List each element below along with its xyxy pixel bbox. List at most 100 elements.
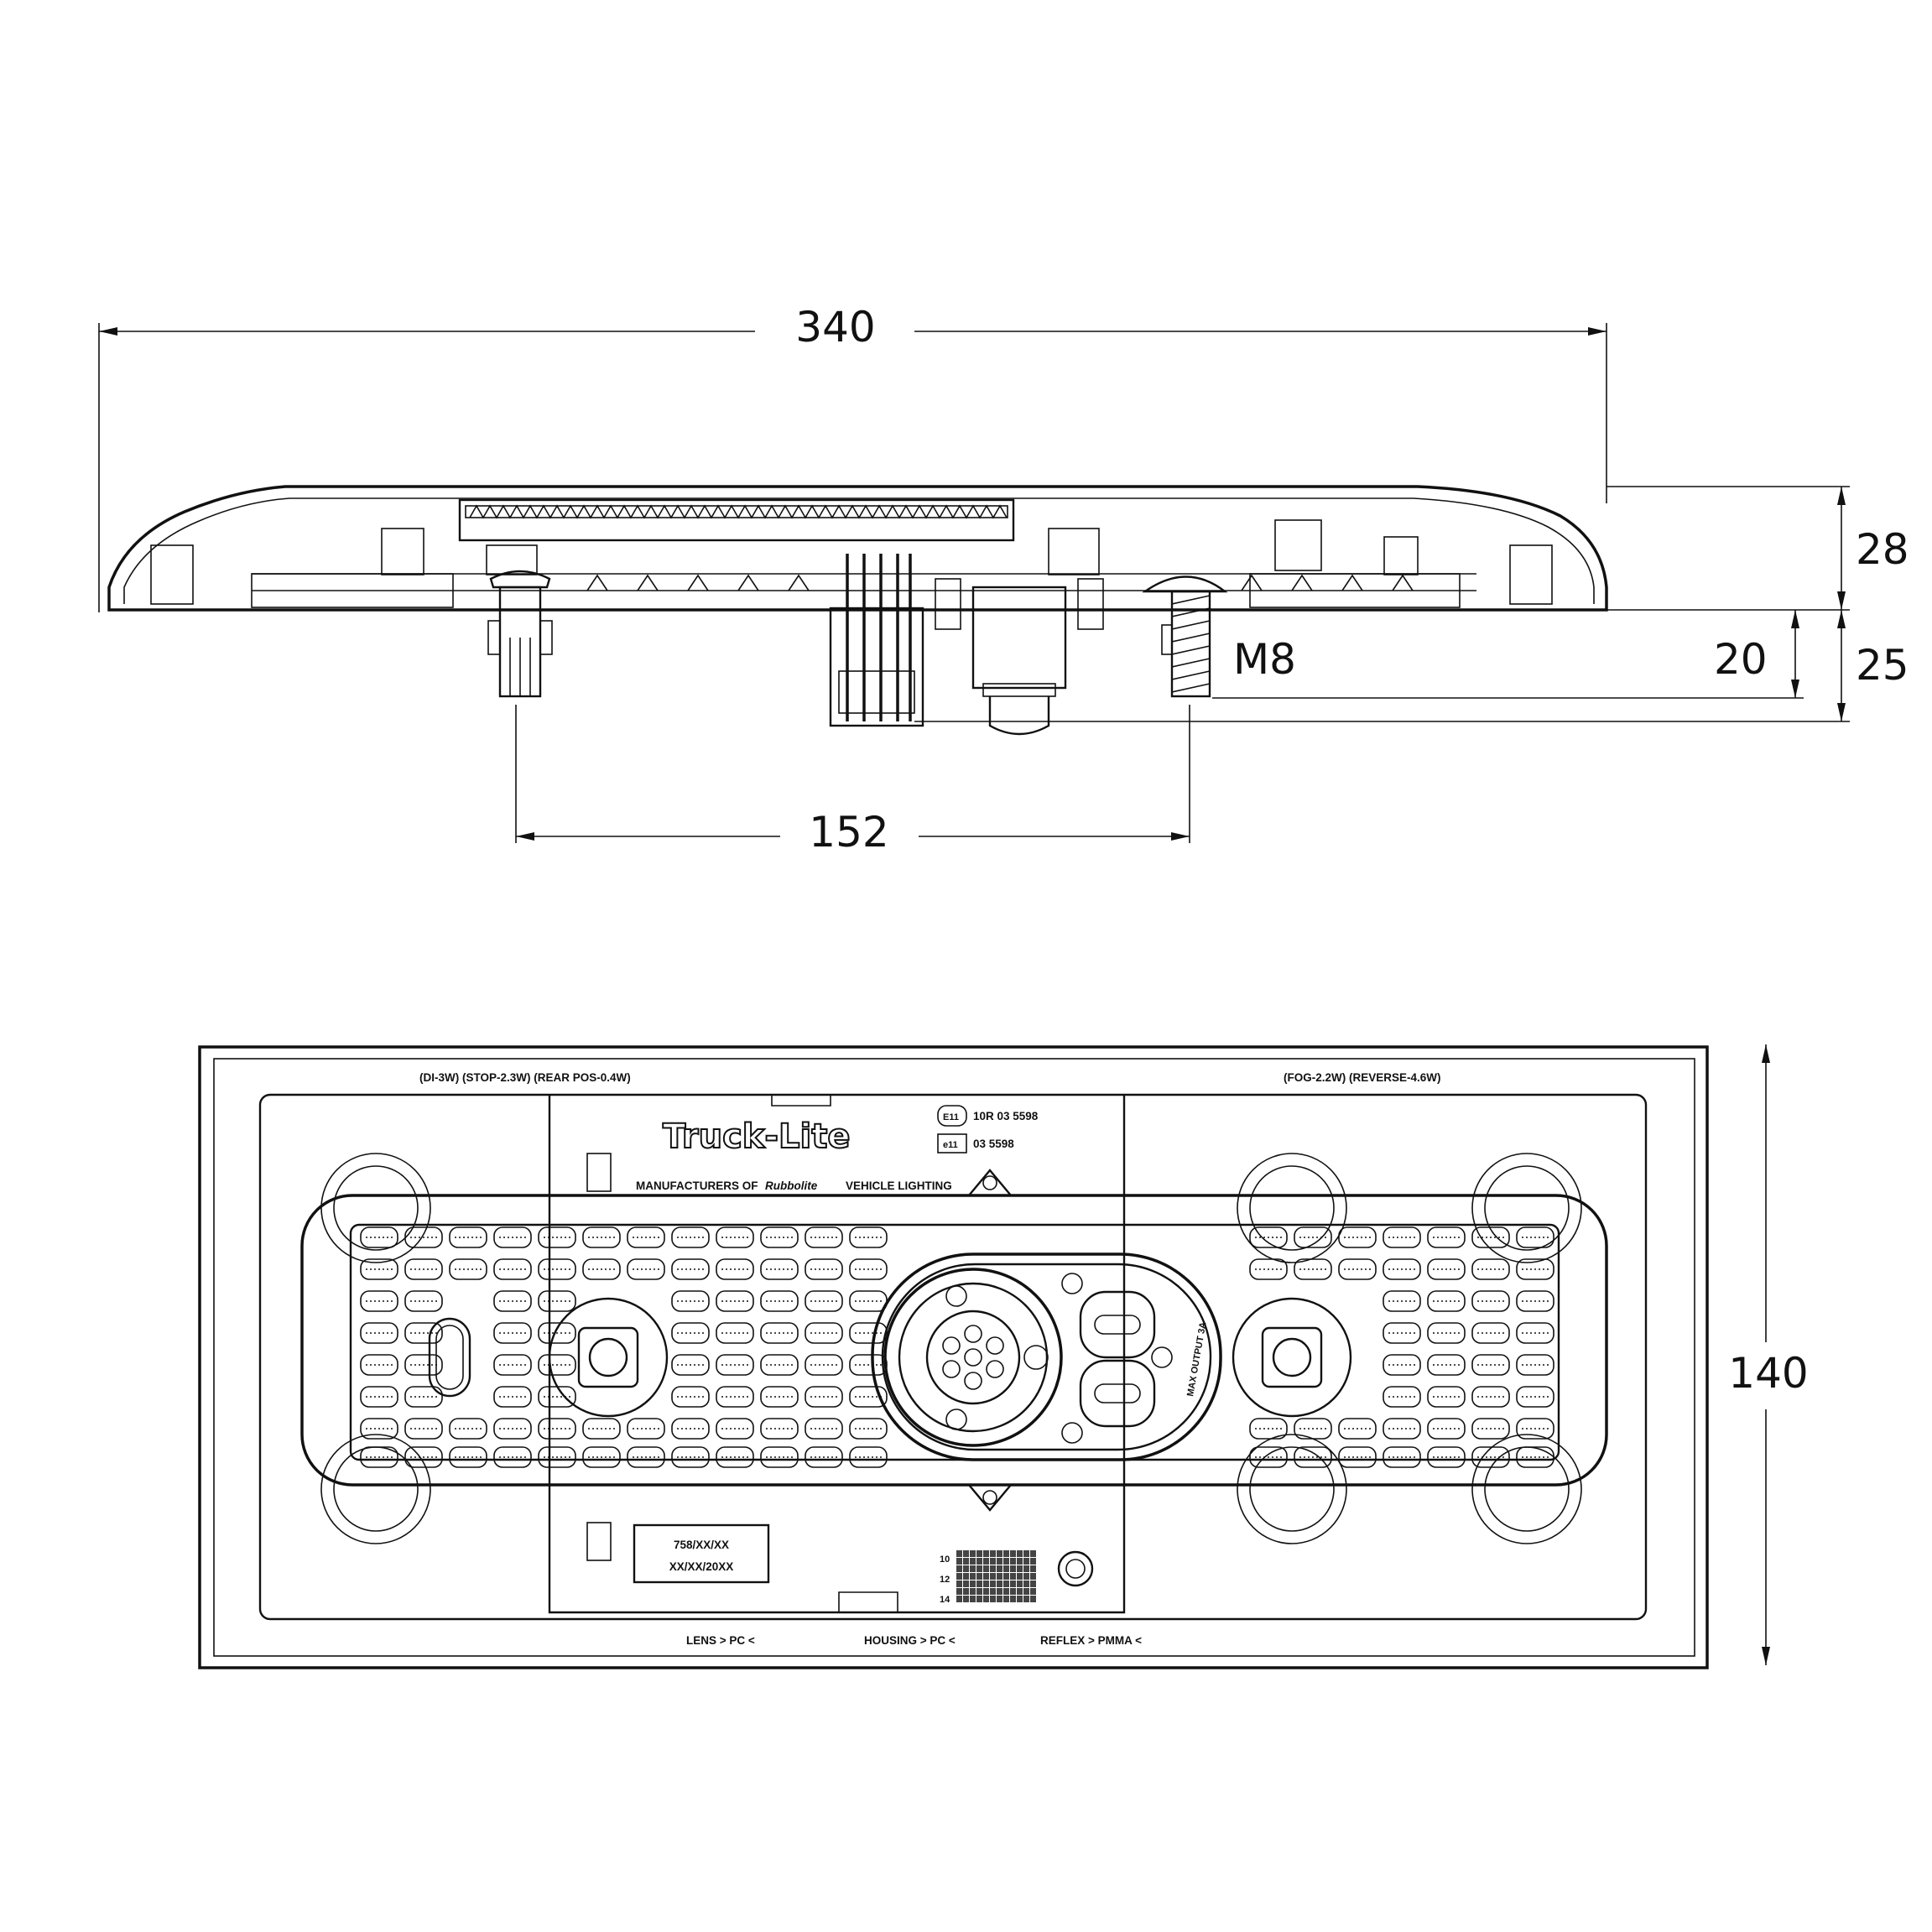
dimension-28: 28 — [1607, 486, 1909, 611]
date-cell — [976, 1565, 982, 1572]
led-slot — [582, 1226, 621, 1248]
light-functions-right-label: (FOG-2.2W) (REVERSE-4.6W) — [1284, 1071, 1441, 1084]
dimension-340-label: 340 — [795, 303, 875, 352]
led-slot — [493, 1386, 532, 1408]
led-slot — [760, 1258, 799, 1280]
dimension-140: 140 — [1728, 1044, 1809, 1665]
led-slot — [404, 1322, 443, 1344]
led-slot — [716, 1386, 754, 1408]
led-slot — [849, 1258, 888, 1280]
date-cell — [970, 1596, 976, 1602]
date-cell — [1010, 1550, 1016, 1557]
dimension-20-label: 20 — [1714, 635, 1768, 684]
led-slot — [671, 1226, 710, 1248]
led-slot — [1427, 1258, 1466, 1280]
led-slot — [849, 1322, 888, 1344]
led-slot — [360, 1418, 398, 1440]
date-cell — [990, 1558, 996, 1565]
material-lens-label: LENS > PC < — [686, 1634, 755, 1647]
date-cell — [1023, 1573, 1029, 1580]
date-cell — [1023, 1550, 1029, 1557]
led-slot — [1249, 1258, 1288, 1280]
led-slot — [404, 1258, 443, 1280]
led-slot — [1516, 1446, 1554, 1468]
led-slot — [760, 1290, 799, 1312]
rear-view: (DI-3W) (STOP-2.3W) (REAR POS-0.4W) (FOG… — [198, 1044, 1809, 1669]
led-slot — [627, 1418, 665, 1440]
date-row-2: 12 — [940, 1575, 950, 1585]
led-slot — [404, 1386, 443, 1408]
date-cell — [990, 1588, 996, 1595]
led-slot-grid — [360, 1226, 1554, 1468]
led-slot — [1516, 1354, 1554, 1376]
led-slot — [538, 1418, 576, 1440]
date-cell — [976, 1580, 982, 1587]
date-cell — [990, 1580, 996, 1587]
led-slot — [493, 1290, 532, 1312]
lamp-side-profile — [107, 485, 1608, 612]
date-cell — [983, 1573, 989, 1580]
date-cell — [1003, 1550, 1009, 1557]
led-slot — [805, 1386, 843, 1408]
led-slot — [1471, 1226, 1510, 1248]
brand-tagline-end: VEHICLE LIGHTING — [846, 1180, 952, 1192]
date-cell — [1017, 1596, 1023, 1602]
date-cell — [990, 1550, 996, 1557]
date-cell — [1023, 1596, 1029, 1602]
approval-number-1: 10R 03 5598 — [973, 1110, 1039, 1122]
part-number-block: 758/XX/XX XX/XX/20XX — [633, 1523, 770, 1584]
date-cell — [1023, 1588, 1029, 1595]
led-slot — [1427, 1354, 1466, 1376]
led-slot — [404, 1446, 443, 1468]
brand-tagline: MANUFACTURERS OF — [636, 1180, 758, 1192]
led-slot — [1427, 1322, 1466, 1344]
led-slot — [716, 1418, 754, 1440]
led-slot — [404, 1418, 443, 1440]
approval-mark-1: E11 — [943, 1112, 959, 1122]
date-cell — [963, 1558, 969, 1565]
date-cell — [963, 1565, 969, 1572]
led-slot — [538, 1290, 576, 1312]
led-slot — [1383, 1322, 1421, 1344]
led-slot — [538, 1226, 576, 1248]
led-slot — [1294, 1258, 1332, 1280]
led-slot — [1383, 1258, 1421, 1280]
led-slot — [360, 1226, 398, 1248]
right-threaded-stud: M8 — [1142, 575, 1296, 698]
led-slot — [627, 1258, 665, 1280]
led-slot — [493, 1354, 532, 1376]
date-cell — [1003, 1573, 1009, 1580]
led-slot — [716, 1258, 754, 1280]
led-slot — [805, 1226, 843, 1248]
date-cell — [997, 1558, 1002, 1565]
dimension-152: 152 — [515, 705, 1190, 857]
date-row-3: 14 — [940, 1595, 950, 1605]
brand-logo: Truck-Lite — [663, 1117, 850, 1156]
led-slot — [493, 1322, 532, 1344]
dimension-25: 25 — [914, 610, 1909, 722]
led-slot — [1516, 1226, 1554, 1248]
led-slot — [1294, 1418, 1332, 1440]
led-slot — [582, 1418, 621, 1440]
led-slot — [449, 1226, 487, 1248]
led-slot — [1516, 1418, 1554, 1440]
led-slot — [671, 1418, 710, 1440]
led-slot — [404, 1226, 443, 1248]
date-cell — [1017, 1565, 1023, 1572]
date-cell — [956, 1580, 962, 1587]
date-cell — [1003, 1580, 1009, 1587]
date-cell — [970, 1573, 976, 1580]
led-slot — [760, 1418, 799, 1440]
date-cell — [1030, 1580, 1036, 1587]
led-slot — [404, 1290, 443, 1312]
led-slot — [805, 1322, 843, 1344]
date-cell — [1010, 1596, 1016, 1602]
date-cell — [1017, 1550, 1023, 1557]
led-slot — [849, 1446, 888, 1468]
date-cell — [976, 1550, 982, 1557]
date-cell — [1030, 1558, 1036, 1565]
date-cell — [1030, 1573, 1036, 1580]
date-cell — [1003, 1596, 1009, 1602]
date-cell — [1030, 1588, 1036, 1595]
led-slot — [404, 1354, 443, 1376]
